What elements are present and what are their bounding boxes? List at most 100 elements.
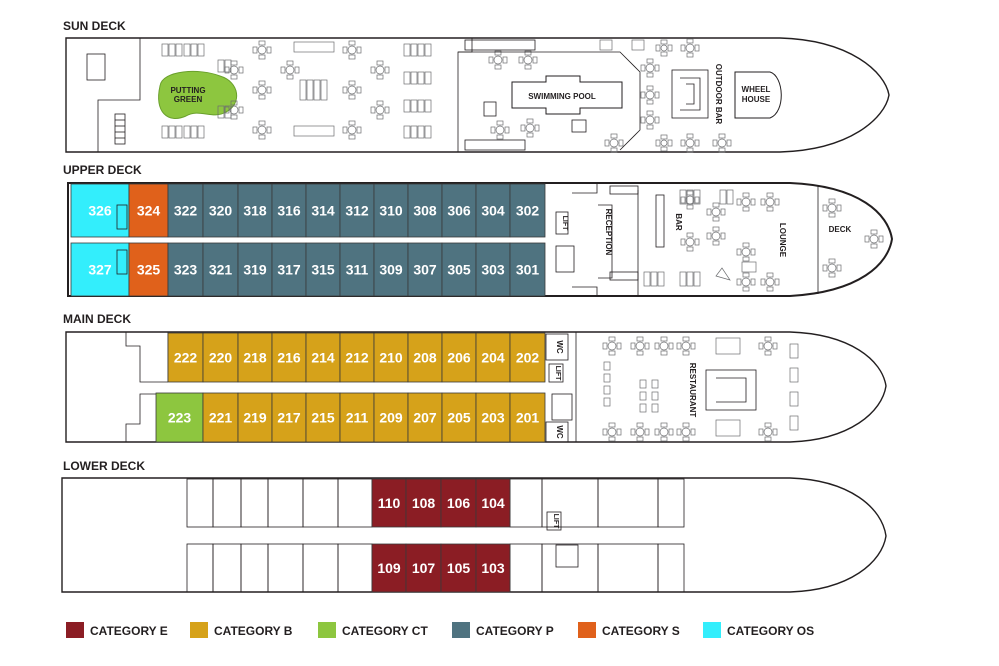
cabin-322-fill[interactable] xyxy=(167,183,204,238)
cabin-208-fill[interactable] xyxy=(407,332,443,383)
cabin-204[interactable]: 204 xyxy=(475,332,511,383)
cabin-321[interactable]: 321 xyxy=(202,242,239,297)
cabin-201-fill[interactable] xyxy=(509,392,546,443)
cabin-218-fill[interactable] xyxy=(237,332,273,383)
cabin-108[interactable]: 108 xyxy=(405,478,442,528)
cabin-312[interactable]: 312 xyxy=(339,183,375,238)
cabin-210[interactable]: 210 xyxy=(373,332,409,383)
cabin-222[interactable]: 222 xyxy=(167,332,204,383)
cabin-302-fill[interactable] xyxy=(509,183,546,238)
cabin-212-fill[interactable] xyxy=(339,332,375,383)
cabin-205[interactable]: 205 xyxy=(441,392,477,443)
cabin-304[interactable]: 304 xyxy=(475,183,511,238)
cabin-304-fill[interactable] xyxy=(475,183,511,238)
cabin-209[interactable]: 209 xyxy=(373,392,409,443)
cabin-319-fill[interactable] xyxy=(237,242,273,297)
cabin-202[interactable]: 202 xyxy=(509,332,546,383)
cabin-326[interactable]: 326 xyxy=(70,183,130,238)
cabin-201[interactable]: 201 xyxy=(509,392,546,443)
cabin-317-fill[interactable] xyxy=(271,242,307,297)
cabin-325[interactable]: 325 xyxy=(128,242,169,297)
cabin-306[interactable]: 306 xyxy=(441,183,477,238)
cabin-104[interactable]: 104 xyxy=(475,478,511,528)
cabin-305-fill[interactable] xyxy=(441,242,477,297)
cabin-303[interactable]: 303 xyxy=(475,242,511,297)
cabin-103-fill[interactable] xyxy=(475,543,511,593)
cabin-110[interactable]: 110 xyxy=(371,478,407,528)
cabin-207[interactable]: 207 xyxy=(407,392,443,443)
cabin-109[interactable]: 109 xyxy=(371,543,407,593)
cabin-324[interactable]: 324 xyxy=(128,183,169,238)
cabin-321-fill[interactable] xyxy=(202,242,239,297)
cabin-320[interactable]: 320 xyxy=(202,183,239,238)
cabin-310-fill[interactable] xyxy=(373,183,409,238)
cabin-305[interactable]: 305 xyxy=(441,242,477,297)
cabin-316[interactable]: 316 xyxy=(271,183,307,238)
cabin-218[interactable]: 218 xyxy=(237,332,273,383)
cabin-212[interactable]: 212 xyxy=(339,332,375,383)
cabin-214[interactable]: 214 xyxy=(305,332,341,383)
cabin-314-fill[interactable] xyxy=(305,183,341,238)
cabin-319[interactable]: 319 xyxy=(237,242,273,297)
cabin-315[interactable]: 315 xyxy=(305,242,341,297)
cabin-306-fill[interactable] xyxy=(441,183,477,238)
cabin-220[interactable]: 220 xyxy=(202,332,239,383)
cabin-208[interactable]: 208 xyxy=(407,332,443,383)
cabin-219[interactable]: 219 xyxy=(237,392,273,443)
cabin-327-fill[interactable] xyxy=(70,242,130,297)
cabin-223[interactable]: 223 xyxy=(155,392,204,443)
cabin-307[interactable]: 307 xyxy=(407,242,443,297)
cabin-322[interactable]: 322 xyxy=(167,183,204,238)
cabin-327[interactable]: 327 xyxy=(70,242,130,297)
cabin-206[interactable]: 206 xyxy=(441,332,477,383)
cabin-302[interactable]: 302 xyxy=(509,183,546,238)
cabin-106[interactable]: 106 xyxy=(440,478,477,528)
cabin-219-fill[interactable] xyxy=(237,392,273,443)
cabin-325-fill[interactable] xyxy=(128,242,169,297)
cabin-323[interactable]: 323 xyxy=(167,242,204,297)
cabin-204-fill[interactable] xyxy=(475,332,511,383)
cabin-209-fill[interactable] xyxy=(373,392,409,443)
cabin-310[interactable]: 310 xyxy=(373,183,409,238)
cabin-221-fill[interactable] xyxy=(202,392,239,443)
cabin-105[interactable]: 105 xyxy=(440,543,477,593)
cabin-215-fill[interactable] xyxy=(305,392,341,443)
cabin-110-fill[interactable] xyxy=(371,478,407,528)
cabin-301-fill[interactable] xyxy=(509,242,546,297)
cabin-312-fill[interactable] xyxy=(339,183,375,238)
cabin-104-fill[interactable] xyxy=(475,478,511,528)
cabin-301[interactable]: 301 xyxy=(509,242,546,297)
cabin-314[interactable]: 314 xyxy=(305,183,341,238)
cabin-207-fill[interactable] xyxy=(407,392,443,443)
cabin-103[interactable]: 103 xyxy=(475,543,511,593)
cabin-220-fill[interactable] xyxy=(202,332,239,383)
cabin-210-fill[interactable] xyxy=(373,332,409,383)
cabin-315-fill[interactable] xyxy=(305,242,341,297)
cabin-326-fill[interactable] xyxy=(70,183,130,238)
cabin-107-fill[interactable] xyxy=(405,543,442,593)
cabin-217[interactable]: 217 xyxy=(271,392,307,443)
cabin-215[interactable]: 215 xyxy=(305,392,341,443)
cabin-217-fill[interactable] xyxy=(271,392,307,443)
cabin-311[interactable]: 311 xyxy=(339,242,375,297)
cabin-320-fill[interactable] xyxy=(202,183,239,238)
cabin-316-fill[interactable] xyxy=(271,183,307,238)
cabin-203[interactable]: 203 xyxy=(475,392,511,443)
cabin-308[interactable]: 308 xyxy=(407,183,443,238)
cabin-221[interactable]: 221 xyxy=(202,392,239,443)
cabin-307-fill[interactable] xyxy=(407,242,443,297)
cabin-107[interactable]: 107 xyxy=(405,543,442,593)
cabin-205-fill[interactable] xyxy=(441,392,477,443)
cabin-317[interactable]: 317 xyxy=(271,242,307,297)
cabin-318[interactable]: 318 xyxy=(237,183,273,238)
cabin-211-fill[interactable] xyxy=(339,392,375,443)
cabin-211[interactable]: 211 xyxy=(339,392,375,443)
cabin-309[interactable]: 309 xyxy=(373,242,409,297)
cabin-223-fill[interactable] xyxy=(155,392,204,443)
cabin-323-fill[interactable] xyxy=(167,242,204,297)
cabin-309-fill[interactable] xyxy=(373,242,409,297)
cabin-216[interactable]: 216 xyxy=(271,332,307,383)
cabin-105-fill[interactable] xyxy=(440,543,477,593)
cabin-308-fill[interactable] xyxy=(407,183,443,238)
cabin-222-fill[interactable] xyxy=(167,332,204,383)
